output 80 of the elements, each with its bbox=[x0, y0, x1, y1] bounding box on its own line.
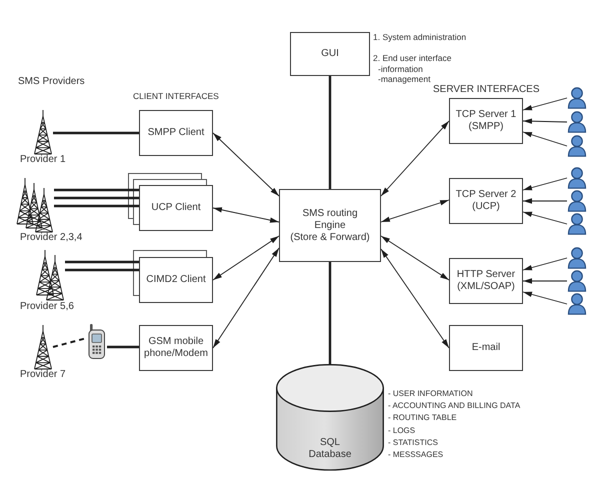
note-text: -information bbox=[378, 64, 423, 74]
list-item: - MESSSAGES bbox=[388, 450, 444, 460]
box-label: GUI bbox=[321, 48, 339, 60]
double-arrow bbox=[380, 248, 450, 348]
note-text: 2. End user interface bbox=[373, 53, 452, 63]
person-icon bbox=[567, 293, 587, 315]
person-icon bbox=[567, 270, 587, 292]
provider-caption: Provider 7 bbox=[20, 369, 66, 381]
radio-towers-icon bbox=[16, 178, 54, 232]
arrow bbox=[522, 178, 568, 190]
box-label: UCP Client bbox=[151, 202, 201, 214]
connector-line bbox=[328, 76, 332, 189]
mobile-phone-icon bbox=[87, 324, 107, 359]
person-icon bbox=[567, 167, 587, 189]
person-icon bbox=[567, 87, 587, 109]
list-item: - LOGS bbox=[388, 426, 416, 436]
client-box bbox=[139, 110, 213, 156]
double-arrow bbox=[380, 200, 450, 222]
list-item: - USER INFORMATION bbox=[388, 389, 473, 399]
arrow bbox=[522, 198, 568, 204]
box-label: E-mail bbox=[472, 342, 500, 354]
group-heading: SERVER INTERFACES bbox=[433, 84, 540, 96]
person-icon bbox=[567, 213, 587, 235]
box-label: HTTP Server (XML/SOAP) bbox=[456, 269, 516, 293]
box-label: (Store & Forward) bbox=[290, 232, 370, 244]
box-label: GSM mobile phone/Modem bbox=[143, 336, 209, 360]
engine-box bbox=[279, 189, 381, 262]
person-icon bbox=[567, 111, 587, 133]
server-box bbox=[449, 178, 523, 224]
note-text: 1. System administration bbox=[373, 32, 466, 42]
arrow bbox=[522, 212, 568, 224]
connector-line bbox=[65, 268, 139, 272]
connector-line bbox=[107, 346, 139, 348]
box-label: SQL Database bbox=[308, 437, 352, 461]
radio-tower-icon bbox=[33, 110, 53, 154]
gui-box bbox=[290, 32, 370, 76]
double-arrow bbox=[212, 132, 280, 196]
person-icon bbox=[567, 190, 587, 212]
radio-tower-icon bbox=[33, 325, 53, 369]
box-label: TCP Server 1 (SMPP) bbox=[454, 109, 518, 133]
list-item: - ACCOUNTING AND BILLING DATA bbox=[388, 401, 520, 412]
arrow bbox=[522, 118, 568, 124]
connector-line bbox=[54, 196, 139, 200]
double-arrow bbox=[380, 236, 450, 280]
provider-caption: Provider 5,6 bbox=[20, 301, 74, 313]
box-label: CIMD2 Client bbox=[146, 274, 206, 286]
arrow bbox=[522, 132, 568, 146]
person-icon bbox=[567, 135, 587, 157]
client-box bbox=[139, 185, 213, 231]
list-item: - ROUTING TABLE bbox=[388, 413, 457, 424]
box-label: SMS routing Engine bbox=[301, 208, 359, 232]
double-arrow bbox=[380, 120, 450, 196]
database-cylinder bbox=[276, 364, 384, 470]
client-box bbox=[139, 257, 213, 303]
connector-line bbox=[328, 262, 332, 364]
person-icon bbox=[567, 247, 587, 269]
provider-caption: Provider 2,3,4 bbox=[20, 232, 82, 244]
double-arrow bbox=[212, 248, 280, 348]
arrow bbox=[522, 258, 568, 270]
client-box bbox=[139, 325, 213, 371]
connector-line bbox=[54, 188, 139, 192]
server-box bbox=[449, 98, 523, 144]
server-box bbox=[449, 258, 523, 304]
arrow bbox=[522, 292, 568, 304]
box-label: TCP Server 2 (UCP) bbox=[454, 189, 518, 213]
note-text: -management bbox=[378, 74, 430, 84]
connector-line bbox=[65, 260, 139, 264]
box-label: SMPP Client bbox=[148, 127, 204, 139]
arrow bbox=[522, 278, 568, 284]
list-item: - STATISTICS bbox=[388, 438, 438, 448]
radio-towers-icon bbox=[35, 250, 65, 300]
arrow bbox=[522, 98, 568, 110]
group-heading: CLIENT INTERFACES bbox=[133, 91, 219, 101]
connector-line bbox=[53, 132, 139, 134]
double-arrow bbox=[212, 207, 280, 223]
provider-caption: Provider 1 bbox=[20, 154, 66, 166]
double-arrow bbox=[212, 236, 280, 280]
connector-line bbox=[54, 204, 139, 208]
group-heading: SMS Providers bbox=[18, 76, 85, 88]
server-box bbox=[449, 325, 523, 371]
